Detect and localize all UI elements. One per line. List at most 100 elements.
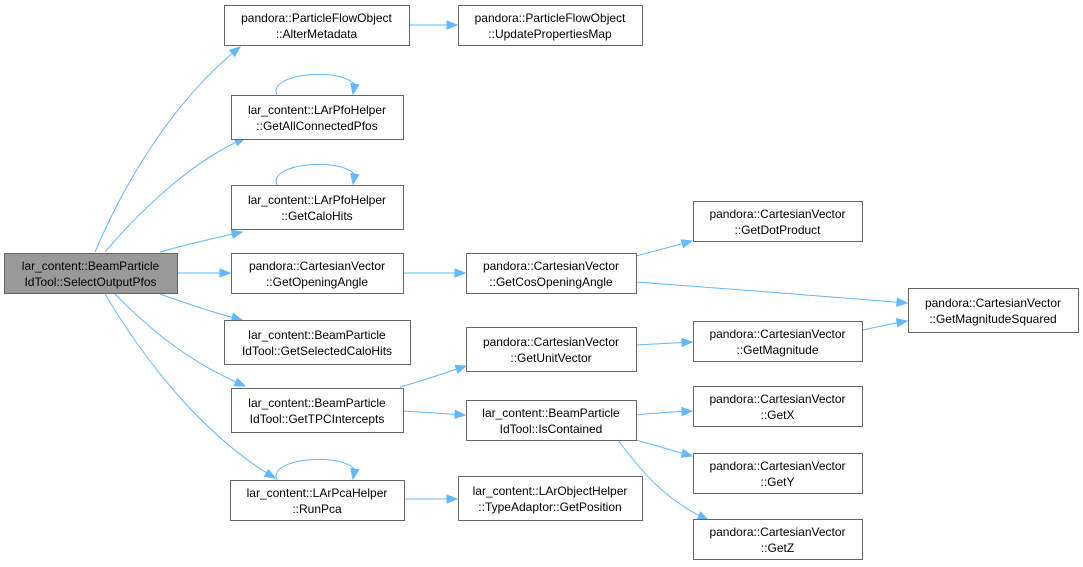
edge-select-to-calohits [159,229,244,253]
edge-select-to-alter [94,46,242,253]
node-runpca[interactable]: lar_content::LArPcaHelper::RunPca [230,480,405,521]
arrowhead [350,82,360,96]
node-label-line2: IdTool::SelectOutputPfos [24,275,156,289]
node-box [4,253,178,294]
arrowhead [696,511,710,521]
node-box [224,5,410,46]
node-dot[interactable]: pandora::CartesianVector::GetDotProduct [693,201,863,242]
node-box [231,95,404,140]
node-box [224,320,411,365]
edge-cosopen-to-magsq [635,281,909,307]
node-mag[interactable]: pandora::CartesianVector::GetMagnitude [693,321,863,362]
node-gety[interactable]: pandora::CartesianVector::GetY [693,453,863,494]
node-select[interactable]: lar_content::BeamParticleIdTool::SelectO… [4,253,178,294]
node-box [693,453,863,494]
node-label-line2: ::GetDotProduct [734,223,821,237]
node-label-line1: lar_content::BeamParticle [248,396,386,410]
node-label-line2: ::UpdatePropertiesMap [488,27,612,41]
arrowhead [219,268,232,278]
edge-calohits-to-calohits [275,163,360,186]
edge-line [617,439,709,521]
edge-line [94,46,241,253]
node-label-line1: pandora::ParticleFlowObject [241,11,392,25]
node-label-line1: lar_content::LArObjectHelper [473,484,628,498]
edge-select-to-runpca [104,293,277,479]
node-box [458,476,643,521]
node-box [231,253,404,294]
node-box [693,321,863,362]
arrowhead [454,268,467,278]
edge-line [275,458,356,481]
edge-alter-to-updmap [409,20,459,30]
node-box [231,185,404,230]
node-box [908,288,1079,333]
node-box [458,5,643,46]
function-nodes: lar_content::BeamParticleIdTool::SelectO… [4,5,1079,560]
node-label-line2: ::GetY [760,475,794,489]
node-calohits[interactable]: lar_content::LArPfoHelper::GetCaloHits [231,185,404,230]
arrowhead [680,239,694,249]
node-getx[interactable]: pandora::CartesianVector::GetX [693,386,863,427]
node-label-line1: lar_content::BeamParticle [22,259,160,273]
node-label-line2: IdTool::GetSelectedCaloHits [242,344,392,358]
node-tpc[interactable]: lar_content::BeamParticleIdTool::GetTPCI… [231,388,404,433]
arrowhead [681,406,694,417]
edge-contained-to-gety [635,439,694,458]
node-label-line1: pandora::CartesianVector [709,459,845,473]
node-label-line1: pandora::CartesianVector [709,327,845,341]
arrowhead [446,20,459,30]
node-label-line2: ::GetX [760,408,794,422]
edge-line [104,293,276,479]
node-label-line1: lar_content::LArPcaHelper [247,486,388,500]
node-label-line2: ::GetUnitVector [510,351,591,365]
edge-select-to-selcalo [159,293,244,322]
node-label-line1: pandora::CartesianVector [925,296,1061,310]
edge-select-to-allconn [104,137,247,253]
arrowhead [350,467,360,481]
edge-mag-to-magsq [861,318,909,331]
edge-allconn-to-allconn [275,73,360,96]
node-getpos[interactable]: lar_content::LArObjectHelper::TypeAdapto… [458,476,643,521]
node-contained[interactable]: lar_content::BeamParticleIdTool::IsConta… [466,400,637,441]
node-label-line1: lar_content::LArPfoHelper [248,193,386,207]
node-opening[interactable]: pandora::CartesianVector::GetOpeningAngl… [231,253,404,294]
node-allconn[interactable]: lar_content::LArPfoHelper::GetAllConnect… [231,95,404,140]
edge-line [159,293,243,321]
node-label-line2: ::GetMagnitudeSquared [929,312,1056,326]
edge-line [275,163,356,186]
arrowhead [228,46,242,58]
node-label-line2: ::AlterMetadata [276,27,358,41]
node-label-line1: pandora::CartesianVector [483,259,619,273]
node-label-line2: ::RunPca [292,502,342,516]
node-label-line1: pandora::CartesianVector [709,392,845,406]
node-box [466,400,637,441]
edge-select-to-opening [178,268,232,278]
node-label-line2: ::GetOpeningAngle [266,275,368,289]
edge-select-to-tpc [114,293,247,387]
node-label-line2: IdTool::IsContained [500,422,603,436]
node-updmap[interactable]: pandora::ParticleFlowObject::UpdatePrope… [458,5,643,46]
node-selcalo[interactable]: lar_content::BeamParticleIdTool::GetSele… [224,320,411,365]
node-label-line1: lar_content::BeamParticle [248,328,386,342]
edge-line [159,231,243,253]
node-label-line2: IdTool::GetTPCIntercepts [250,412,385,426]
node-label-line2: ::GetZ [761,541,794,555]
node-alter[interactable]: pandora::ParticleFlowObject::AlterMetada… [224,5,410,46]
arrowhead [263,468,277,479]
node-label-line2: ::GetCosOpeningAngle [489,275,613,289]
node-box [466,327,637,372]
node-unitvec[interactable]: pandora::CartesianVector::GetUnitVector [466,327,637,372]
edge-line [114,293,246,387]
node-magsq[interactable]: pandora::CartesianVector::GetMagnitudeSq… [908,288,1079,333]
arrowhead [680,448,694,458]
node-box [231,388,404,433]
edge-runpca-to-runpca [275,458,360,481]
arrowhead [233,377,247,387]
node-label-line1: pandora::CartesianVector [249,259,385,273]
node-getz[interactable]: pandora::CartesianVector::GetZ [693,519,863,560]
node-label-line1: pandora::ParticleFlowObject [475,11,626,25]
edge-unitvec-to-mag [635,337,694,348]
node-cosopen[interactable]: pandora::CartesianVector::GetCosOpeningA… [466,253,637,294]
edge-line [635,281,908,304]
